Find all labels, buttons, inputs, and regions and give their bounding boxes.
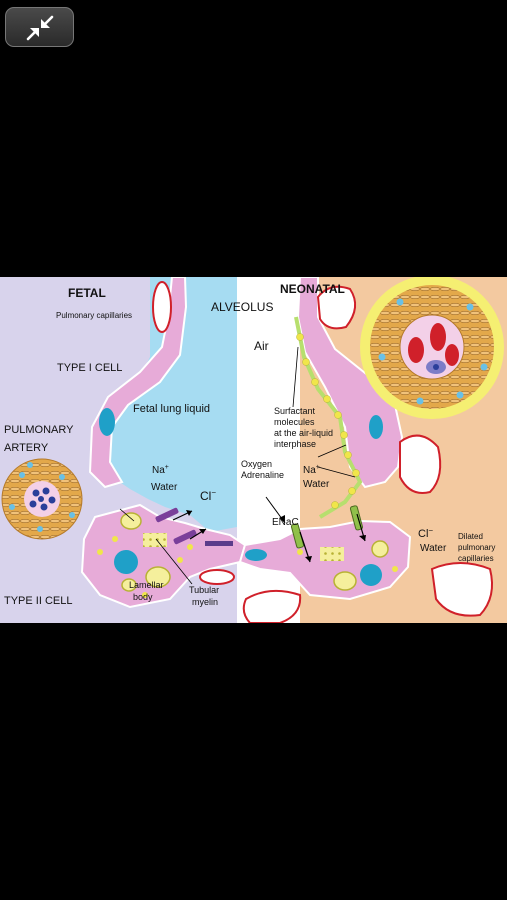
fetal-channel-1 <box>155 507 179 523</box>
fetal-pulmonary-artery <box>1 458 83 540</box>
surfactant-label-1: Surfactant <box>274 406 316 416</box>
fetal-lung-liquid-label: Fetal lung liquid <box>133 403 210 415</box>
type2-nucleus <box>114 550 138 574</box>
dilated-capillary-2 <box>399 434 442 494</box>
neonatal-type2-nucleus <box>360 564 382 586</box>
surfactant-label-2: molecules <box>274 417 315 427</box>
fetal-na-sup: + <box>165 464 169 471</box>
neonatal-water2-label: Water <box>420 543 447 554</box>
neonatal-pulmonary-artery <box>360 277 504 419</box>
neonatal-title: NEONATAL <box>280 282 345 296</box>
fetal-channel-2 <box>173 529 197 545</box>
collapse-button[interactable] <box>5 7 74 47</box>
pulmonary-artery-label-1: PULMONARY <box>4 424 74 436</box>
pulmonary-capillaries-label: Pulmonary capillaries <box>56 311 132 320</box>
svg-text:Cl−: Cl− <box>200 488 216 503</box>
tubular-label-1: Tubular <box>189 585 219 595</box>
fetal-cl-sup: − <box>211 488 216 497</box>
type2-cell-label: TYPE II CELL <box>4 595 72 607</box>
type1-cell-label: TYPE I CELL <box>57 362 122 374</box>
neonatal-water-label: Water <box>303 479 330 490</box>
alveolus-label: ALVEOLUS <box>211 300 273 314</box>
svg-text:Na+: Na+ <box>152 464 169 476</box>
enac-label: ENaC <box>272 517 299 528</box>
lamellar-label-2: body <box>133 592 153 602</box>
adrenaline-label: Adrenaline <box>241 470 284 480</box>
pulmonary-capillary <box>152 281 172 333</box>
dilated-capillary-3 <box>430 562 493 617</box>
oxygen-label: Oxygen <box>241 459 272 469</box>
collapse-arrows-icon <box>26 15 54 41</box>
svg-text:Cl−: Cl− <box>418 526 433 540</box>
neonatal-cl-label: Cl <box>418 528 428 540</box>
fetal-type1-cell-wall <box>88 277 188 489</box>
fetal-na-label: Na <box>152 465 165 476</box>
neonatal-na-sup: + <box>316 464 320 471</box>
fetal-water-label: Water <box>151 482 178 493</box>
surfactant-label-3: at the air-liquid <box>274 428 333 438</box>
fetal-cl-label: Cl <box>200 489 211 503</box>
neonatal-cl-sup: − <box>428 526 433 535</box>
dilated-capillary-1 <box>316 285 357 330</box>
svg-text:Na+: Na+ <box>303 464 320 476</box>
air-label: Air <box>254 339 269 353</box>
dilated-label-3: capillaries <box>458 554 494 563</box>
neonatal-na-label: Na <box>303 465 316 476</box>
dilated-label-1: Dilated <box>458 532 483 541</box>
fetal-title: FETAL <box>68 286 106 300</box>
lung-diagram: FETAL Pulmonary capillaries TYPE I CELL … <box>0 277 507 623</box>
tubular-label-2: myelin <box>192 597 218 607</box>
surfactant-label-4: interphase <box>274 439 316 449</box>
lamellar-label-1: Lamellar <box>129 580 164 590</box>
dilated-label-2: pulmonary <box>458 543 495 552</box>
type1-nucleus <box>99 408 115 436</box>
tubular-myelin-fetal <box>143 533 167 547</box>
pulmonary-artery-label-2: ARTERY <box>4 442 49 454</box>
fetal-lung-liquid <box>98 277 237 532</box>
